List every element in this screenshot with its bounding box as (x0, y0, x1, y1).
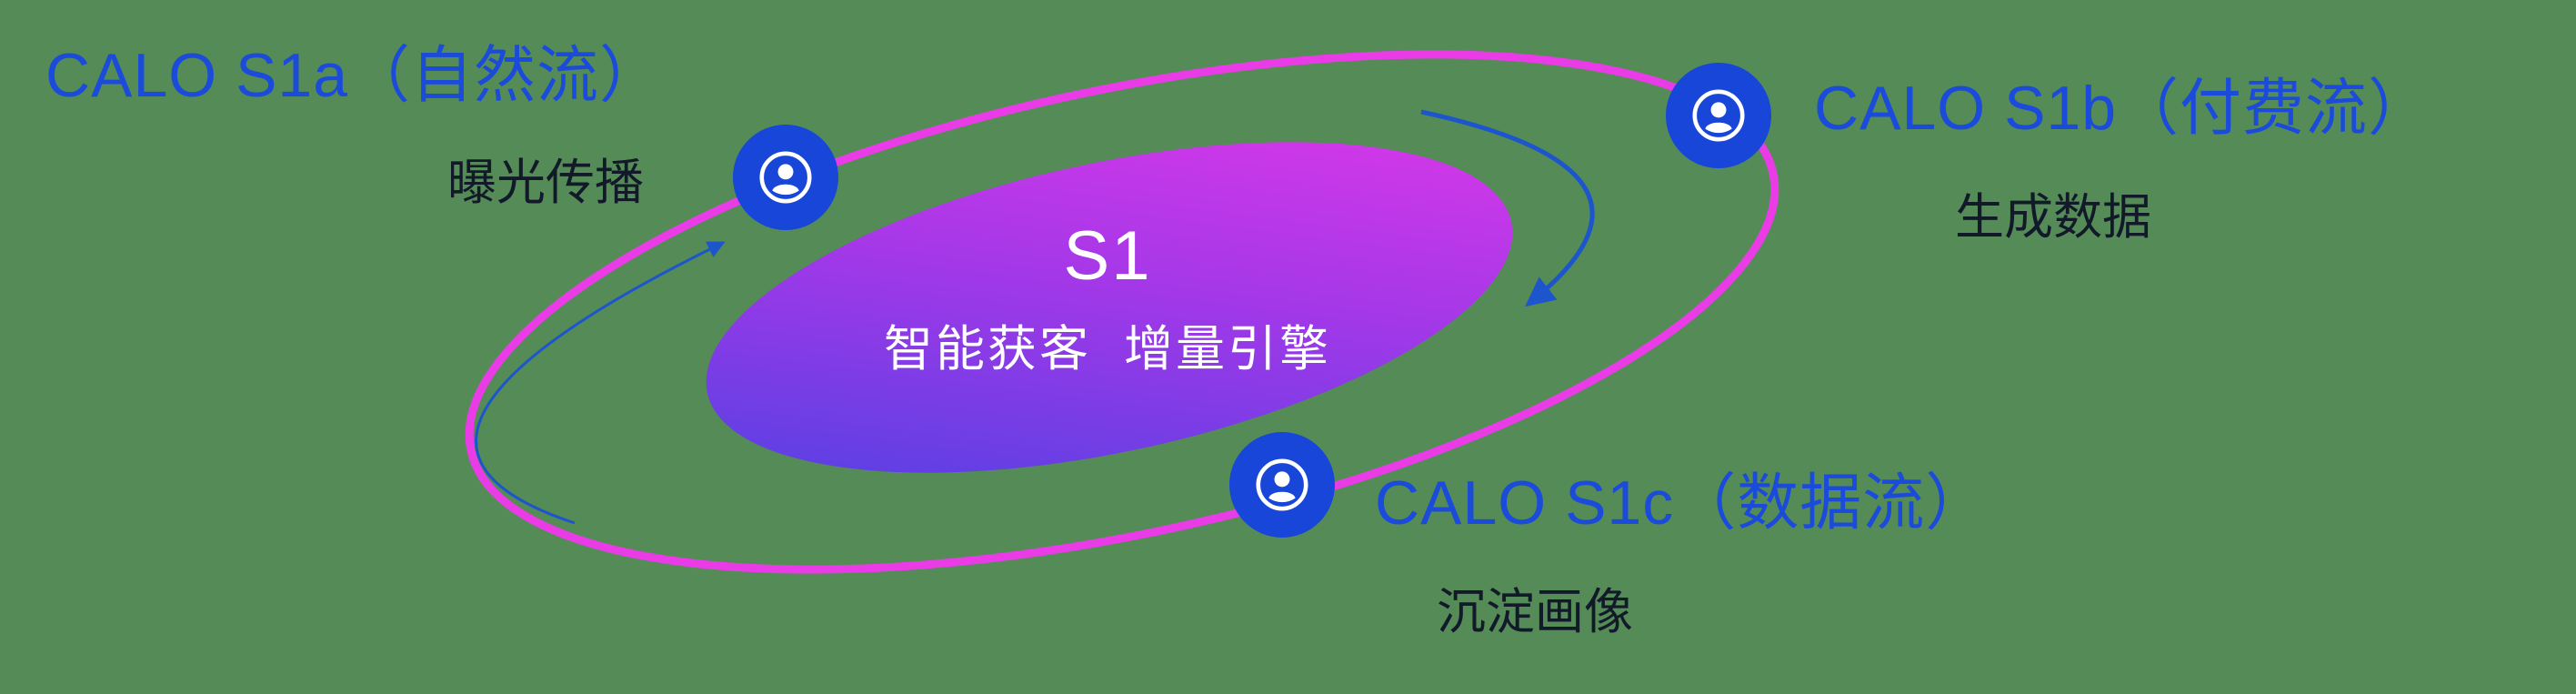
label-s1b: CALO S1b（付费流） (1814, 74, 2431, 143)
core-text: S1 智能获客 增量引擎 (884, 216, 1331, 380)
core-ellipse (706, 142, 1513, 473)
sublabel-s1c: 沉淀画像 (1437, 585, 1633, 639)
sublabel-s1a: 曝光传播 (447, 156, 644, 210)
person-badge-icon (759, 151, 812, 204)
label-s1c: CALO S1c（数据流） (1375, 468, 1989, 538)
person-badge-icon (1692, 89, 1745, 142)
label-s1a: CALO S1a（自然流） (45, 41, 663, 110)
flow-arrow-top-right-icon (1420, 109, 1595, 307)
core-title: S1 (1063, 217, 1152, 295)
sublabel-s1b: 生成数据 (1955, 190, 2151, 245)
node-s1c (1229, 432, 1335, 538)
person-badge-icon (1256, 458, 1308, 511)
flow-arrow-left-icon (475, 241, 726, 525)
orbit-ring (465, 50, 1779, 574)
node-s1a (733, 125, 838, 230)
node-s1b (1666, 63, 1771, 168)
core-subtitle: 智能获客 增量引擎 (883, 322, 1332, 377)
